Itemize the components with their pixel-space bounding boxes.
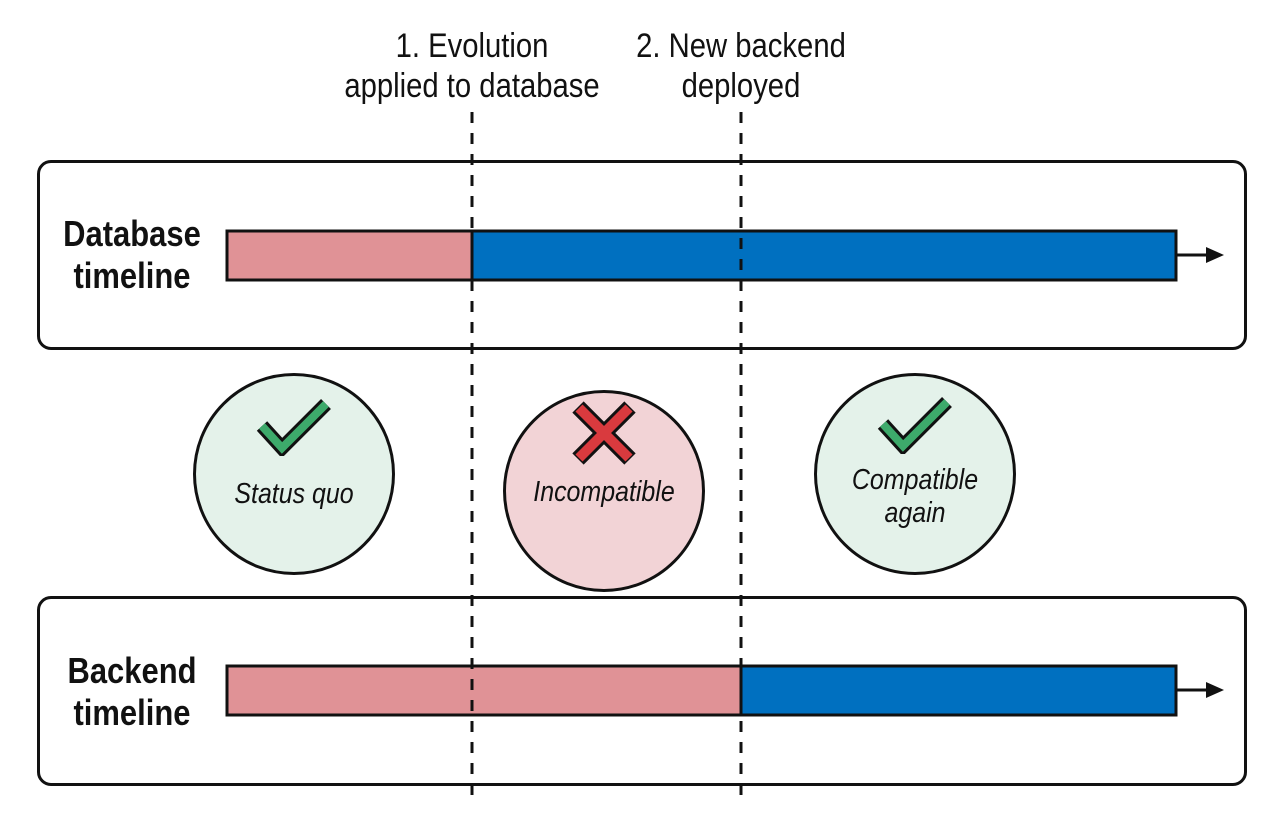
step-1-title: 1. Evolution <box>395 27 549 65</box>
backend-timeline-label: Backend timeline <box>67 650 197 733</box>
compatible-again-circle: Compatible again <box>814 373 1016 575</box>
cross-icon <box>572 401 636 465</box>
backend-bar-old <box>225 664 743 717</box>
incompatible-circle: Incompatible <box>503 390 705 592</box>
backend-timeline-box <box>37 596 1247 786</box>
database-timeline-box <box>37 160 1247 350</box>
step-2-label: 2. New backend deployed <box>612 26 870 106</box>
step-1-subtitle: applied to database <box>344 67 600 105</box>
backend-arrow-icon <box>1176 682 1224 698</box>
check-icon <box>877 397 952 454</box>
compatible-again-label-line2: again <box>884 497 946 529</box>
backend-bar-new <box>739 664 1178 717</box>
database-arrow-icon <box>1176 247 1224 263</box>
database-bar-old <box>225 229 474 282</box>
step-2-title: 2. New backend <box>636 27 846 65</box>
check-icon <box>256 399 331 456</box>
compatible-again-label-line1: Compatible <box>851 464 979 496</box>
incompatible-label: Incompatible <box>533 476 675 508</box>
status-quo-label: Status quo <box>234 478 354 510</box>
database-timeline-label: Database timeline <box>63 213 201 296</box>
database-bar-new <box>470 229 1178 282</box>
step-1-label: 1. Evolution applied to database <box>343 26 601 106</box>
status-quo-circle: Status quo <box>193 373 395 575</box>
step-2-subtitle: deployed <box>681 67 801 105</box>
